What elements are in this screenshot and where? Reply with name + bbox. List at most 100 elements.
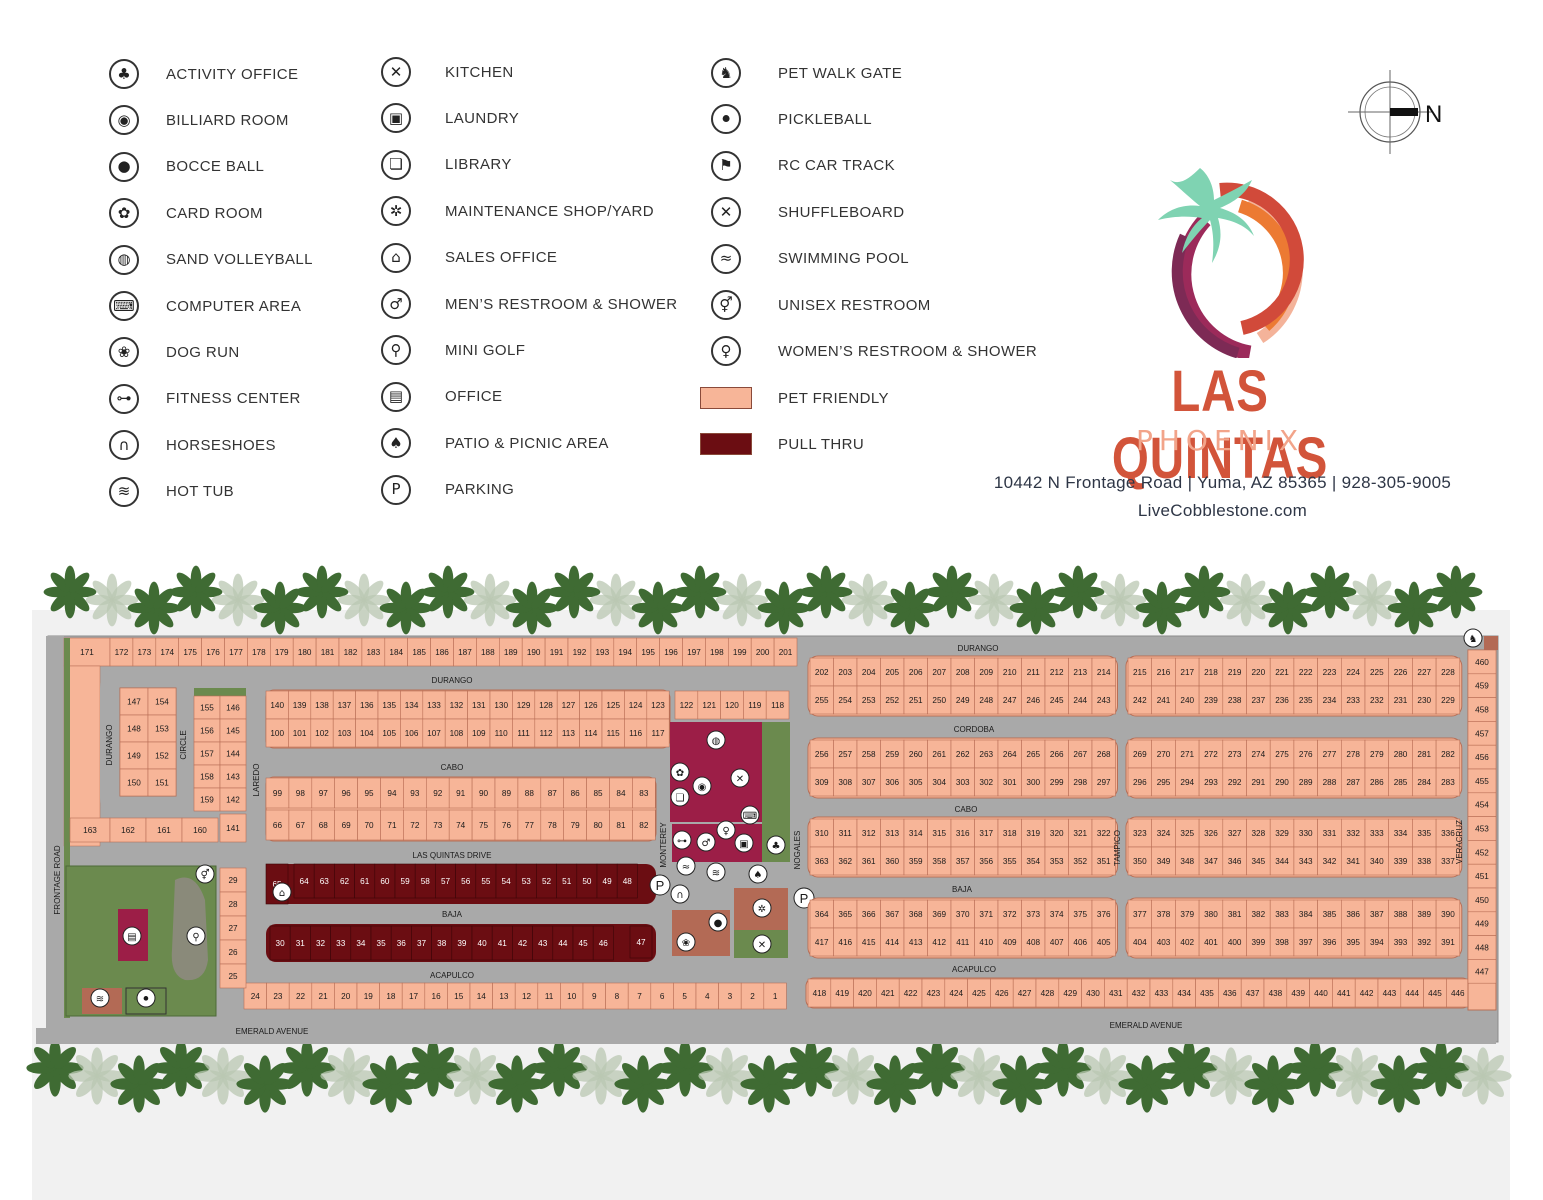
lot-number: 394: [1370, 938, 1384, 947]
lot-number: 137: [338, 701, 352, 710]
lot-number: 30: [276, 939, 286, 948]
lot-number: 99: [273, 789, 283, 798]
lot-number: 57: [441, 877, 451, 886]
lot: [1091, 927, 1116, 957]
lot-number: 185: [412, 648, 426, 657]
kitchen-icon-glyph: ✕: [736, 774, 744, 785]
lot-number: 248: [979, 696, 993, 705]
lot-number: 414: [885, 938, 899, 947]
legend-item: ♀WOMEN’S RESTROOM & SHOWER: [711, 333, 1037, 369]
legend-label: PARKING: [445, 481, 515, 499]
lot-number: 129: [517, 701, 531, 710]
lot-number: 92: [433, 789, 443, 798]
lot-number: 11: [545, 992, 554, 1001]
lot-number: 454: [1475, 801, 1489, 810]
lot-number: 10: [567, 992, 577, 1001]
legend-item: PET FRIENDLY: [700, 380, 889, 416]
north-arrow-compass: N: [1348, 70, 1442, 154]
pickleball-icon: [136, 988, 156, 1008]
street-label: EMERALD AVENUE: [1110, 1021, 1183, 1030]
computer-icon: ⌨: [109, 291, 139, 321]
lot-number: 259: [885, 750, 899, 759]
lot-number: 372: [1003, 910, 1017, 919]
legend-item: ♂MEN’S RESTROOM & SHOWER: [381, 286, 678, 322]
palm-tree-icon: [1009, 581, 1063, 635]
lot-number: 431: [1109, 989, 1123, 998]
lot-number: 159: [200, 796, 214, 805]
palm-tree-icon: [404, 1039, 462, 1097]
lot-number: 270: [1157, 750, 1171, 759]
lot-number: 338: [1417, 857, 1431, 866]
lot-number: 149: [127, 752, 141, 761]
laundry-icon: [734, 833, 754, 853]
lot-number: 89: [502, 789, 512, 798]
lot-number: 128: [539, 701, 553, 710]
lot-number: 2: [750, 992, 755, 1001]
lot-number: 358: [932, 857, 946, 866]
lot-number: 460: [1475, 658, 1489, 667]
parking-icon: P: [381, 474, 411, 505]
lot-number: 321: [1073, 829, 1087, 838]
card-room-icon: [670, 762, 690, 782]
lot-number: 234: [1323, 696, 1337, 705]
legend-label: PATIO & PICNIC AREA: [445, 434, 609, 452]
lot: [1435, 846, 1461, 876]
palm-tree-icon: [295, 565, 349, 619]
lot-number: 203: [838, 668, 852, 677]
lot-number: 316: [956, 829, 970, 838]
lot-number: 47: [636, 938, 646, 947]
street-label: DURANGO: [105, 725, 114, 766]
street-label: DURANGO: [432, 676, 473, 685]
pet-walk-icon: ♞: [711, 58, 741, 88]
palm-tree-icon: [194, 1047, 252, 1105]
palm-tree-icon: [43, 565, 97, 619]
lot-number: 349: [1157, 857, 1171, 866]
paw-icon: ❀: [109, 337, 139, 368]
lot-number: 78: [548, 821, 558, 830]
lot-number: 236: [1275, 696, 1289, 705]
palm-tree-icon: [1286, 1039, 1344, 1097]
lot-number: 250: [932, 696, 946, 705]
library-icon: ❏: [381, 149, 411, 180]
lot-number: 300: [1026, 778, 1040, 787]
lot-number: 396: [1323, 938, 1337, 947]
lot-number: 196: [664, 648, 678, 657]
lot-number: 76: [502, 821, 512, 830]
palm-tree-icon: [673, 565, 727, 619]
lot-number: 122: [680, 701, 694, 710]
legend-item: ◉BILLIARD ROOM: [109, 102, 289, 138]
palm-tree-icon: [572, 1047, 630, 1105]
palm-tree-icon: [68, 1047, 126, 1105]
picnic-icon: ♠: [381, 428, 411, 459]
palm-tree-icon: [530, 1039, 588, 1097]
lot-number: 430: [1086, 989, 1100, 998]
lot-number: 27: [228, 924, 238, 933]
legend-label: PULL THRU: [778, 435, 865, 453]
lot-number: 353: [1050, 857, 1064, 866]
lot-number: 403: [1157, 938, 1171, 947]
lot-number: 380: [1204, 910, 1218, 919]
paw-icon-glyph: ❀: [682, 938, 690, 949]
lot-number: 18: [386, 992, 396, 1001]
lot-number: 415: [862, 938, 876, 947]
website-link[interactable]: LiveCobblestone.com: [1137, 501, 1308, 520]
palm-tree-icon: [589, 573, 643, 627]
lot-number: 447: [1475, 967, 1489, 976]
lot-number: 36: [397, 939, 407, 948]
palm-tree-icon: [1303, 565, 1357, 619]
pet-walk-gate-area: [1484, 636, 1498, 650]
lot-number: 46: [599, 939, 609, 948]
lot-number: 292: [1228, 778, 1242, 787]
lot-number: 362: [838, 857, 852, 866]
legend-item: ⌨COMPUTER AREA: [109, 288, 301, 324]
lot-number: 299: [1050, 778, 1064, 787]
legend-label: RC CAR TRACK: [778, 157, 896, 175]
volleyball-icon: ◍: [109, 244, 139, 275]
street-label: VERACRUZ: [1455, 820, 1464, 864]
legend-label: UNISEX RESTROOM: [778, 296, 931, 314]
lot-number: 382: [1252, 910, 1266, 919]
lot-number: 418: [813, 989, 827, 998]
bocce-icon-glyph: ●: [714, 918, 723, 929]
lot: [219, 813, 247, 843]
lot-number: 120: [725, 701, 739, 710]
